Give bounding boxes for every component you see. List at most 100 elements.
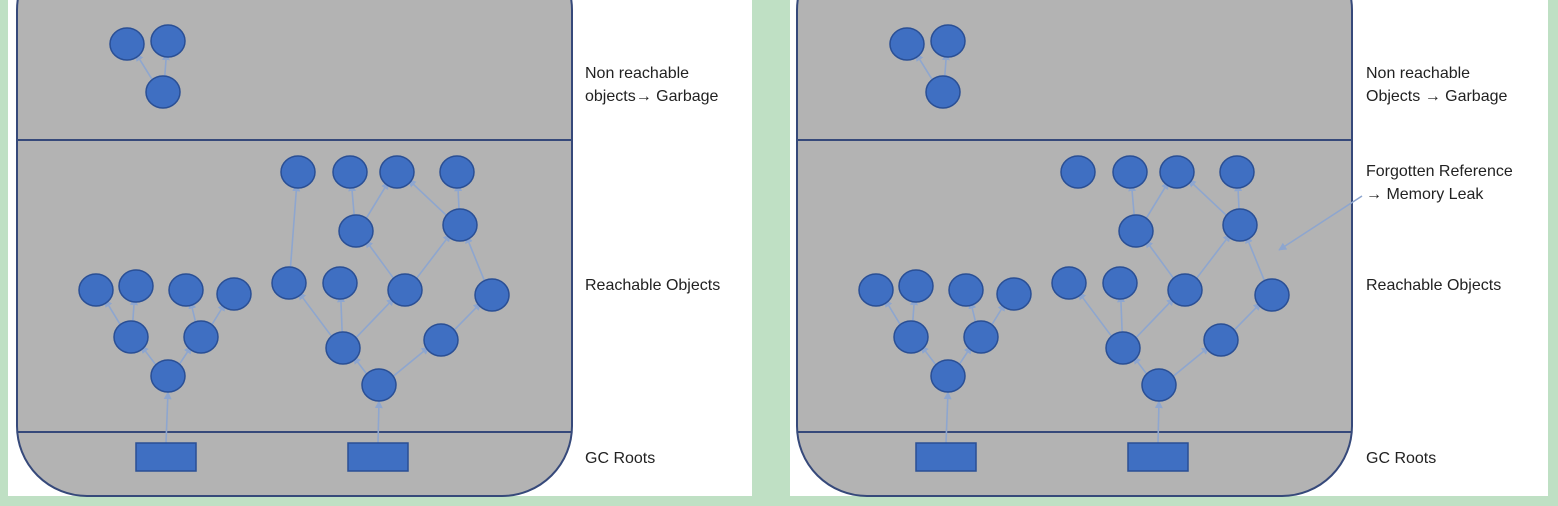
right-garbage-label: Non reachable Objects → Garbage (1366, 62, 1507, 108)
right-object-node (1254, 278, 1290, 312)
right-object-node (1159, 155, 1195, 189)
right-object-node (1203, 323, 1239, 357)
right-object-node (1060, 155, 1096, 189)
left-reference-edge (465, 235, 487, 285)
left-reachable-label: Reachable Objects (585, 277, 721, 294)
right-reference-edge (1077, 291, 1115, 340)
left-garbage-label-line2: objects→ Garbage (585, 88, 719, 105)
left-object-node (150, 359, 186, 393)
left-reference-edge (390, 346, 430, 379)
right-reference-edge (989, 302, 1006, 328)
left-reference-edge (454, 183, 463, 214)
left-reference-edge (104, 298, 123, 328)
right-object-node (1112, 155, 1148, 189)
right-reference-edge (1116, 294, 1125, 337)
left-reference-edge (363, 181, 390, 222)
left-reference-edge (336, 294, 345, 337)
left-gc-root (347, 442, 409, 472)
left-object-node (442, 208, 478, 242)
right-object-node (1141, 368, 1177, 402)
left-gc-root (135, 442, 197, 472)
left-object-node (118, 269, 154, 303)
left-object-node (322, 266, 358, 300)
left-object-node (168, 273, 204, 307)
right-reference-edge (957, 345, 972, 368)
right-object-node (1051, 266, 1087, 300)
right-root-edge (1154, 400, 1163, 444)
left-reference-edge (348, 183, 357, 220)
right-gc-root (1127, 442, 1189, 472)
right-object-node (925, 75, 961, 109)
left-garbage-label-line1: Non reachable (585, 65, 690, 82)
right-object-node (889, 27, 925, 61)
right-object-node (1219, 155, 1255, 189)
right-reference-edge (920, 345, 939, 368)
right-reference-edge (884, 298, 903, 328)
left-reference-edge (364, 239, 397, 282)
right-object-node (963, 320, 999, 354)
right-object-node (1102, 266, 1138, 300)
left-object-node (145, 75, 181, 109)
left-reference-edge (297, 291, 335, 340)
left-object-node (474, 278, 510, 312)
right-object-node (893, 320, 929, 354)
left-object-node (361, 368, 397, 402)
left-object-node (183, 320, 219, 354)
right-garbage-label-line1: Non reachable (1366, 65, 1471, 82)
right-object-node (898, 269, 934, 303)
left-object-node (150, 24, 186, 58)
left-reference-edge (135, 52, 155, 83)
left-garbage-label: Non reachable objects→ Garbage (585, 62, 718, 108)
left-reference-edge (353, 297, 395, 341)
right-object-node (948, 273, 984, 307)
left-gc-roots-label: GC Roots (585, 450, 656, 467)
right-reference-edge (915, 52, 935, 83)
left-object-node (109, 27, 145, 61)
right-object-node (930, 359, 966, 393)
left-object-node (387, 273, 423, 307)
left-reference-edge (140, 345, 159, 368)
left-reference-edge (407, 179, 450, 218)
right-leak-label-line2: → Memory Leak (1366, 186, 1484, 203)
right-reference-edge (1133, 297, 1175, 341)
left-reference-edge (451, 302, 482, 333)
right-reachable-label: Reachable Objects (1366, 277, 1502, 294)
left-object-node (338, 214, 374, 248)
right-gc-root (915, 442, 977, 472)
right-object-node (930, 24, 966, 58)
left-reference-edge (289, 183, 301, 272)
left-object-node (271, 266, 307, 300)
left-object-node (439, 155, 475, 189)
right-object-node (1222, 208, 1258, 242)
left-reference-edge (414, 233, 451, 282)
left-object-node (423, 323, 459, 357)
left-root-edge (374, 400, 383, 444)
right-reference-edge (1231, 302, 1262, 333)
right-reference-edge (1234, 183, 1243, 214)
right-object-node (1105, 331, 1141, 365)
right-reference-edge (1128, 183, 1137, 220)
right-reference-edge (1187, 179, 1230, 218)
left-object-node (280, 155, 316, 189)
left-object-node (216, 277, 252, 311)
right-leak-label-line1: Forgotten Reference (1366, 163, 1513, 180)
right-reference-edge (1245, 235, 1267, 285)
right-object-node (996, 277, 1032, 311)
right-object-node (858, 273, 894, 307)
right-object-node (1118, 214, 1154, 248)
left-object-node (332, 155, 368, 189)
right-garbage-label-line2: Objects → Garbage (1366, 88, 1508, 105)
left-reference-edge (209, 302, 226, 328)
right-leak-label: Forgotten Reference → Memory Leak (1366, 160, 1513, 206)
left-reference-edge (177, 345, 192, 368)
left-object-node (379, 155, 415, 189)
right-reference-edge (1143, 181, 1170, 222)
left-object-node (78, 273, 114, 307)
right-object-node (1167, 273, 1203, 307)
right-reference-edge (1144, 239, 1177, 282)
left-heap-container (16, 0, 573, 497)
right-reference-edge (1132, 355, 1150, 377)
left-reference-edge (352, 355, 370, 377)
